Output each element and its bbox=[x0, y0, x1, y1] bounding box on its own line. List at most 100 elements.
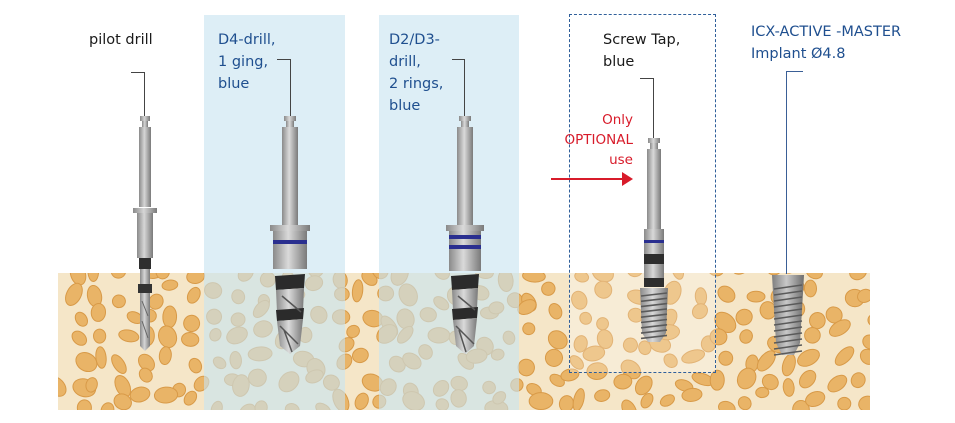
implant-icon bbox=[772, 275, 804, 356]
bone-spot bbox=[626, 273, 643, 278]
d2d3-drill-icon bbox=[446, 116, 484, 354]
bone-spot bbox=[737, 396, 752, 410]
bone-spot bbox=[138, 367, 153, 383]
bone-spot bbox=[746, 290, 766, 303]
bone-spot bbox=[351, 279, 364, 303]
bone-spot bbox=[858, 395, 870, 410]
bone-spot bbox=[153, 386, 179, 404]
bone-spot bbox=[736, 367, 757, 390]
bone-spot bbox=[659, 394, 675, 407]
thread-line bbox=[640, 313, 668, 318]
leader-line-screw-tap bbox=[640, 78, 654, 139]
leader-line-d2d3 bbox=[452, 59, 465, 118]
bone-spot bbox=[792, 400, 810, 410]
bone-spot bbox=[65, 282, 83, 306]
bone-spot bbox=[573, 335, 588, 353]
bone-spot bbox=[75, 352, 98, 373]
bone-spot bbox=[809, 312, 826, 330]
bone-spot bbox=[571, 290, 588, 310]
thread-line bbox=[773, 302, 803, 308]
bone-spot bbox=[58, 403, 59, 410]
bone-spot bbox=[69, 273, 87, 286]
bone-spot bbox=[859, 348, 870, 365]
bone-spot bbox=[706, 273, 725, 277]
bone-spot bbox=[622, 337, 638, 353]
bone-spot bbox=[85, 377, 98, 393]
bone-spot bbox=[111, 294, 126, 309]
bone-spot bbox=[681, 349, 706, 364]
thread-line bbox=[640, 302, 668, 308]
thread-line bbox=[773, 338, 803, 344]
bone-spot bbox=[671, 273, 685, 280]
bone-spot bbox=[183, 390, 198, 406]
thread-line bbox=[640, 292, 668, 297]
bone-spot bbox=[90, 302, 107, 322]
bone-spot bbox=[548, 303, 563, 320]
bone-spot bbox=[155, 273, 170, 280]
bone-spot bbox=[129, 386, 151, 403]
bone-spot bbox=[522, 322, 536, 336]
bone-spot bbox=[95, 346, 107, 369]
bone-spot bbox=[798, 369, 817, 389]
bone-spot bbox=[621, 399, 638, 410]
bone-spot bbox=[804, 327, 821, 344]
bone-spot bbox=[582, 345, 606, 362]
arrow-right-icon bbox=[622, 172, 633, 186]
highlight-panel-d2d3 bbox=[379, 15, 519, 410]
bone-spot bbox=[93, 328, 107, 344]
bone-spot bbox=[74, 311, 88, 327]
bone-spot bbox=[596, 317, 609, 331]
bone-spot bbox=[181, 332, 200, 347]
bone-spot bbox=[186, 273, 206, 285]
bone-spot bbox=[638, 340, 652, 356]
bone-spot bbox=[572, 388, 585, 410]
bone-spot bbox=[579, 311, 593, 325]
d4-drill-icon bbox=[270, 116, 310, 354]
bone-spot bbox=[717, 285, 736, 303]
arrow-line bbox=[551, 178, 623, 180]
bone-spot bbox=[158, 346, 172, 366]
bone-spot bbox=[709, 328, 728, 346]
label-pilot-drill: pilot drill bbox=[89, 32, 153, 48]
bone-spot bbox=[100, 402, 115, 410]
bone-spot bbox=[560, 368, 580, 382]
bone-spot bbox=[138, 353, 155, 372]
leader-line-pilot bbox=[131, 72, 145, 118]
bone-spot bbox=[183, 314, 201, 333]
thread-line bbox=[773, 308, 803, 314]
bone-spot bbox=[857, 288, 870, 303]
bone-spot bbox=[766, 273, 782, 276]
bone-spot bbox=[528, 392, 554, 410]
bone-spot bbox=[162, 305, 178, 329]
screw-tap-icon bbox=[640, 138, 668, 342]
bone-spot bbox=[118, 329, 140, 343]
bone-spot bbox=[849, 273, 868, 281]
bone-spot bbox=[867, 312, 870, 329]
bone-spot bbox=[558, 395, 575, 410]
bone-spot bbox=[541, 281, 556, 296]
optional-note: Only OPTIONAL use bbox=[564, 112, 633, 168]
bone-spot bbox=[805, 273, 823, 280]
bone-spot bbox=[718, 400, 736, 410]
label-screw-tap: Screw Tap, blue bbox=[603, 32, 681, 70]
bone-spot bbox=[850, 372, 866, 389]
bone-spot bbox=[613, 373, 633, 390]
thread-line bbox=[773, 320, 803, 326]
bone-spot bbox=[591, 273, 614, 283]
bone-spot bbox=[547, 330, 568, 350]
bone-spot bbox=[186, 286, 201, 304]
thread-line bbox=[640, 334, 668, 340]
bone-spot bbox=[596, 329, 614, 350]
bone-spot bbox=[805, 390, 826, 408]
bone-spot bbox=[346, 324, 360, 339]
bone-spot bbox=[111, 354, 127, 374]
bone-spot bbox=[756, 350, 776, 372]
thread-line bbox=[773, 296, 803, 302]
leader-line-implant bbox=[786, 71, 803, 274]
bone-spot bbox=[640, 392, 654, 409]
bone-spot bbox=[681, 387, 703, 402]
bone-spot bbox=[544, 348, 563, 367]
bone-spot bbox=[158, 325, 178, 349]
bone-spot bbox=[827, 374, 848, 393]
bone-spot bbox=[113, 393, 132, 410]
